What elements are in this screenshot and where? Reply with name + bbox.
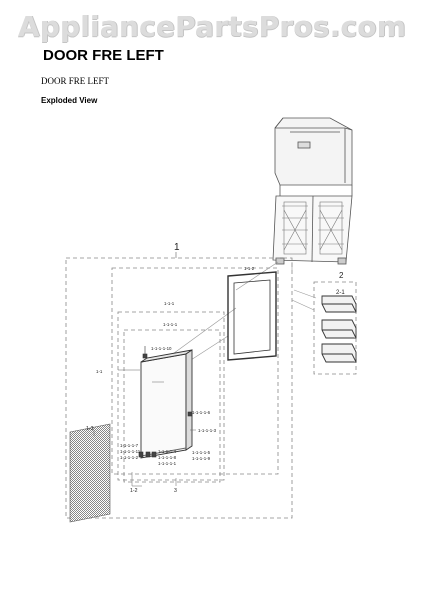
page-title: DOOR FRE LEFT xyxy=(43,47,164,64)
label-bottom-h: 1-1-1-1-9 xyxy=(192,456,211,461)
label-bottom-b: 1-1-1-1-11 xyxy=(120,449,141,454)
label-1-2: 1-2 xyxy=(130,488,138,494)
label-bottom-d: 1-1-1-1-4 xyxy=(158,449,177,454)
label-1-1-2: 1-1-2 xyxy=(244,266,255,271)
label-1-3: 1-3 xyxy=(86,426,94,432)
door-body xyxy=(140,349,193,459)
page-subtitle: DOOR FRE LEFT xyxy=(41,76,110,86)
assembly-1-1-outline xyxy=(111,267,279,475)
label-1-1-1-1: 1-1-1-1 xyxy=(163,322,178,327)
assembly-1-1-1-1-outline xyxy=(123,329,221,483)
refrigerator-cabinet xyxy=(272,117,353,265)
label-2-1: 2-1 xyxy=(336,290,345,296)
label-1-1-1: 1-1-1 xyxy=(164,301,175,306)
view-label: Exploded View xyxy=(41,96,98,105)
assembly-1-1-1-outline xyxy=(117,311,225,481)
label-bottom-f: 1-1-1-1-1 xyxy=(158,461,177,466)
label-bottom-c: 1-1-1-1-2 xyxy=(120,455,139,460)
label-hinge-a: 1-1-1-1-6 xyxy=(192,410,211,415)
label-hinge-b: 1-1-1-1-3 xyxy=(198,428,217,433)
door-hardware xyxy=(138,346,193,458)
label-top-screw: 1-1-1-1-10 xyxy=(151,346,172,351)
door-bins xyxy=(321,295,357,363)
label-bottom-e: 1-1-1-1-8 xyxy=(158,455,177,460)
label-1: 1 xyxy=(174,242,180,253)
label-bottom-a: 1-1-1-1-7 xyxy=(120,443,139,448)
assembly-1-outline xyxy=(65,257,293,519)
label-1-1: 1-1 xyxy=(96,369,103,374)
door-panel xyxy=(69,423,111,523)
label-bottom-g: 1-1-1-1-5 xyxy=(192,450,211,455)
label-2: 2 xyxy=(339,271,344,280)
door-gasket xyxy=(227,271,277,361)
label-3: 3 xyxy=(174,488,177,494)
watermark: AppliancePartsPros.com xyxy=(17,10,407,43)
